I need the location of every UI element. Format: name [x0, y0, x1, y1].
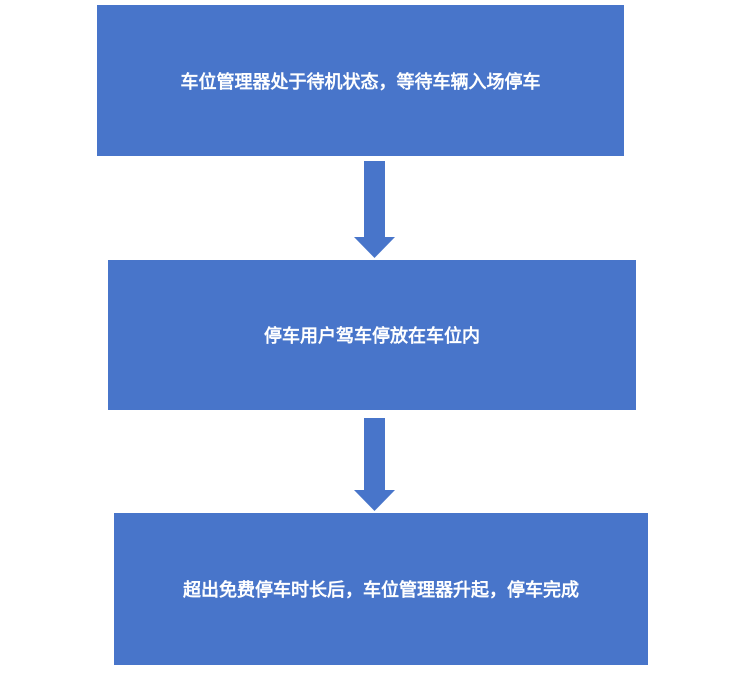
- step-2-box: 停车用户驾车停放在车位内: [108, 260, 636, 410]
- step-1-box: 车位管理器处于待机状态，等待车辆入场停车: [97, 5, 624, 156]
- step-3-text: 超出免费停车时长后，车位管理器升起，停车完成: [183, 580, 579, 601]
- arrow-down-1: [354, 161, 395, 258]
- step-2-text: 停车用户驾车停放在车位内: [264, 326, 480, 347]
- step-1-text: 车位管理器处于待机状态，等待车辆入场停车: [180, 71, 541, 93]
- step-3-box: 超出免费停车时长后，车位管理器升起，停车完成: [114, 513, 648, 665]
- arrow-down-2: [354, 418, 395, 511]
